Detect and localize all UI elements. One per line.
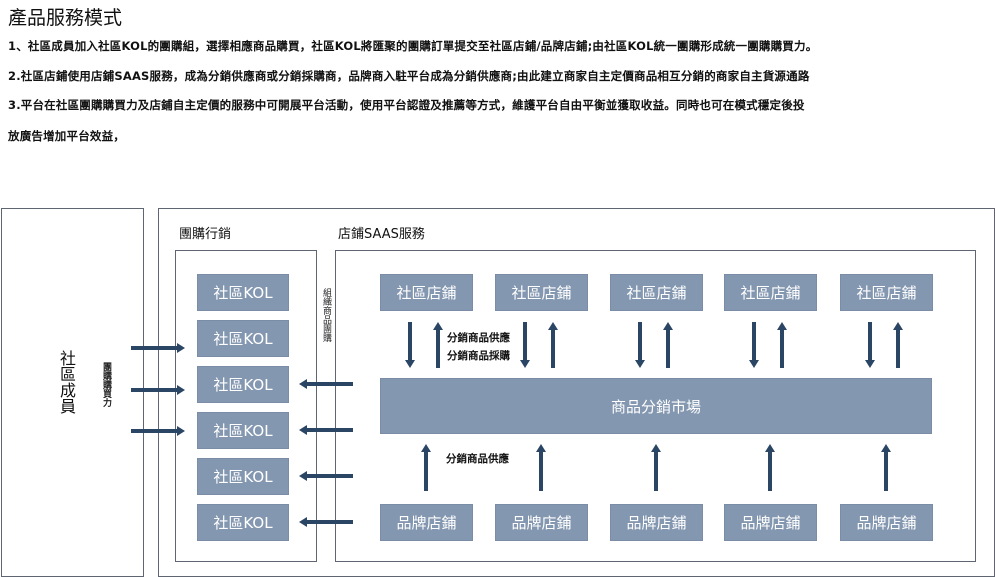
kol-box: 社區KOL <box>197 412 289 449</box>
supply-label: 分銷商品供應 <box>447 332 510 344</box>
brand-supply-arrow-up <box>421 444 431 491</box>
organize-group-buy-label: 組織商品團購 <box>321 288 331 342</box>
supply-arrow-up <box>433 322 443 368</box>
page-title: 產品服務模式 <box>8 7 123 29</box>
kol-box: 社區KOL <box>197 320 289 357</box>
paragraph-2: 2.社區店鋪使用店鋪SAAS服務，成為分銷供應商或分銷採購商，品牌商入駐平台成為… <box>8 69 810 83</box>
supply-arrow-up <box>663 322 673 368</box>
kol-box: 社區KOL <box>197 274 289 311</box>
purchase-label: 分銷商品採購 <box>447 350 510 362</box>
brand-supply-label: 分銷商品供應 <box>446 453 509 465</box>
brand-store-box: 品牌店鋪 <box>380 504 473 541</box>
buying-power-label: 團購購買力 <box>101 362 111 407</box>
kol-box: 社區KOL <box>197 504 289 541</box>
supply-arrow-up <box>893 322 903 368</box>
paragraph-3: 3.平台在社區團購購買力及店鋪自主定價的服務中可開展平台活動，使用平台認證及推薦… <box>8 98 805 112</box>
saas-service-label: 店鋪SAAS服務 <box>338 227 425 242</box>
group-marketing-label: 團購行銷 <box>179 227 232 242</box>
paragraph-1: 1、社區成員加入社區KOL的團購組，選擇相應商品購買，社區KOL將匯聚的團購訂單… <box>8 39 818 53</box>
organize-arrow <box>299 471 353 481</box>
purchase-arrow-down <box>520 322 530 368</box>
community-store-box: 社區店鋪 <box>610 274 703 311</box>
kol-box: 社區KOL <box>197 458 289 495</box>
buying-power-arrow <box>131 385 185 395</box>
organize-arrow <box>299 425 353 435</box>
brand-store-box: 品牌店鋪 <box>840 504 933 541</box>
group-marketing-frame <box>175 250 317 562</box>
brand-supply-arrow-up <box>651 444 661 491</box>
community-store-box: 社區店鋪 <box>724 274 817 311</box>
purchase-arrow-down <box>865 322 875 368</box>
community-members-label: 社區成員 <box>57 350 76 414</box>
distribution-market-box: 商品分銷市場 <box>380 378 932 434</box>
purchase-arrow-down <box>749 322 759 368</box>
community-store-box: 社區店鋪 <box>840 274 933 311</box>
buying-power-arrow <box>131 343 185 353</box>
supply-arrow-up <box>777 322 787 368</box>
brand-store-box: 品牌店鋪 <box>610 504 703 541</box>
brand-supply-arrow-up <box>881 444 891 491</box>
organize-arrow <box>299 517 353 527</box>
brand-store-box: 品牌店鋪 <box>495 504 588 541</box>
organize-arrow <box>299 379 353 389</box>
purchase-arrow-down <box>405 322 415 368</box>
community-store-box: 社區店鋪 <box>495 274 588 311</box>
supply-arrow-up <box>548 322 558 368</box>
saas-frame <box>335 250 976 562</box>
brand-store-box: 品牌店鋪 <box>724 504 817 541</box>
buying-power-arrow <box>131 426 185 436</box>
paragraph-4: 放廣告增加平台效益， <box>8 129 125 143</box>
brand-supply-arrow-up <box>765 444 775 491</box>
purchase-arrow-down <box>635 322 645 368</box>
community-store-box: 社區店鋪 <box>380 274 473 311</box>
brand-supply-arrow-up <box>536 444 546 491</box>
kol-box: 社區KOL <box>197 366 289 403</box>
